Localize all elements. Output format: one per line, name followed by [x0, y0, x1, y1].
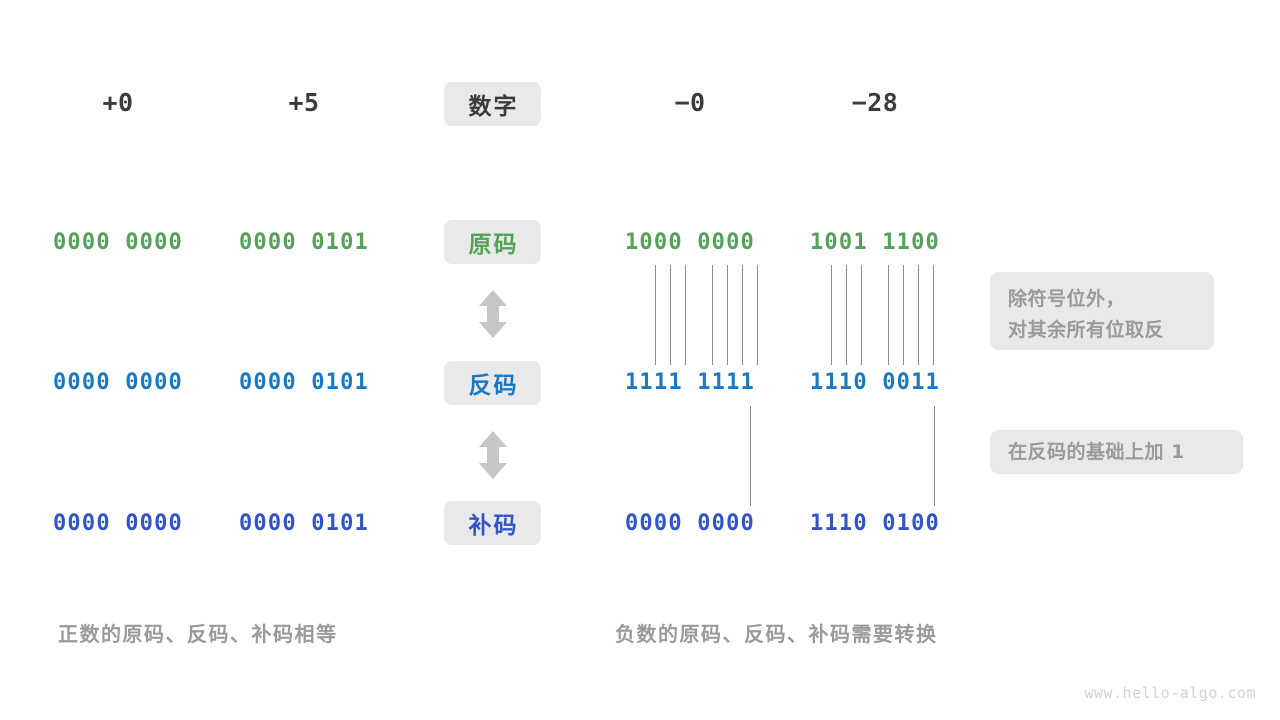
- connector-line-invert: [861, 265, 862, 365]
- row-badge-ones-complement: 反码: [444, 361, 541, 405]
- row-header-badge-number: 数字: [444, 82, 541, 126]
- row-badge-original-code: 原码: [444, 220, 541, 264]
- connector-line-invert: [757, 265, 758, 365]
- connector-line-plus-one: [934, 406, 935, 506]
- column-header-minus-zero: −0: [674, 88, 706, 117]
- value-original-plus-five: 0000 0101: [238, 230, 369, 255]
- value-ones-complement-plus-five: 0000 0101: [238, 370, 369, 395]
- note-invert-bits: 除符号位外， 对其余所有位取反: [990, 272, 1214, 350]
- connector-line-invert: [742, 265, 743, 365]
- note-invert-bits-line2: 对其余所有位取反: [1008, 319, 1165, 341]
- connector-line-invert: [670, 265, 671, 365]
- value-twos-complement-minus-zero: 0000 0000: [624, 511, 755, 536]
- connector-line-invert: [712, 265, 713, 365]
- connector-line-invert: [831, 265, 832, 365]
- caption-negative: 负数的原码、反码、补码需要转换: [615, 622, 938, 646]
- double-arrow-icon-ones-to-twos: [476, 430, 510, 480]
- value-original-plus-zero: 0000 0000: [52, 230, 183, 255]
- connector-line-invert: [903, 265, 904, 365]
- caption-positive: 正数的原码、反码、补码相等: [58, 622, 338, 646]
- value-ones-complement-minus-zero: 1111 1111: [624, 370, 755, 395]
- watermark: www.hello-algo.com: [1084, 684, 1256, 702]
- value-original-minus-twentyeight: 1001 1100: [809, 230, 940, 255]
- connector-line-invert: [933, 265, 934, 365]
- double-arrow-icon-original-to-ones: [476, 289, 510, 339]
- connector-line-invert: [888, 265, 889, 365]
- note-add-one: 在反码的基础上加 1: [990, 430, 1243, 474]
- column-header-plus-zero: +0: [102, 88, 134, 117]
- connector-line-plus-one: [750, 406, 751, 506]
- value-ones-complement-plus-zero: 0000 0000: [52, 370, 183, 395]
- connector-line-invert: [685, 265, 686, 365]
- column-header-plus-five: +5: [288, 88, 320, 117]
- value-original-minus-zero: 1000 0000: [624, 230, 755, 255]
- connector-line-invert: [727, 265, 728, 365]
- connector-line-invert: [846, 265, 847, 365]
- note-add-one-line1: 在反码的基础上加 1: [1008, 441, 1185, 463]
- value-twos-complement-plus-zero: 0000 0000: [52, 511, 183, 536]
- column-header-minus-twentyeight: −28: [851, 88, 899, 117]
- value-ones-complement-minus-twentyeight: 1110 0011: [809, 370, 940, 395]
- connector-line-invert: [655, 265, 656, 365]
- note-invert-bits-line1: 除符号位外，: [1008, 288, 1126, 310]
- connector-line-invert: [918, 265, 919, 365]
- value-twos-complement-plus-five: 0000 0101: [238, 511, 369, 536]
- row-badge-twos-complement: 补码: [444, 501, 541, 545]
- value-twos-complement-minus-twentyeight: 1110 0100: [809, 511, 940, 536]
